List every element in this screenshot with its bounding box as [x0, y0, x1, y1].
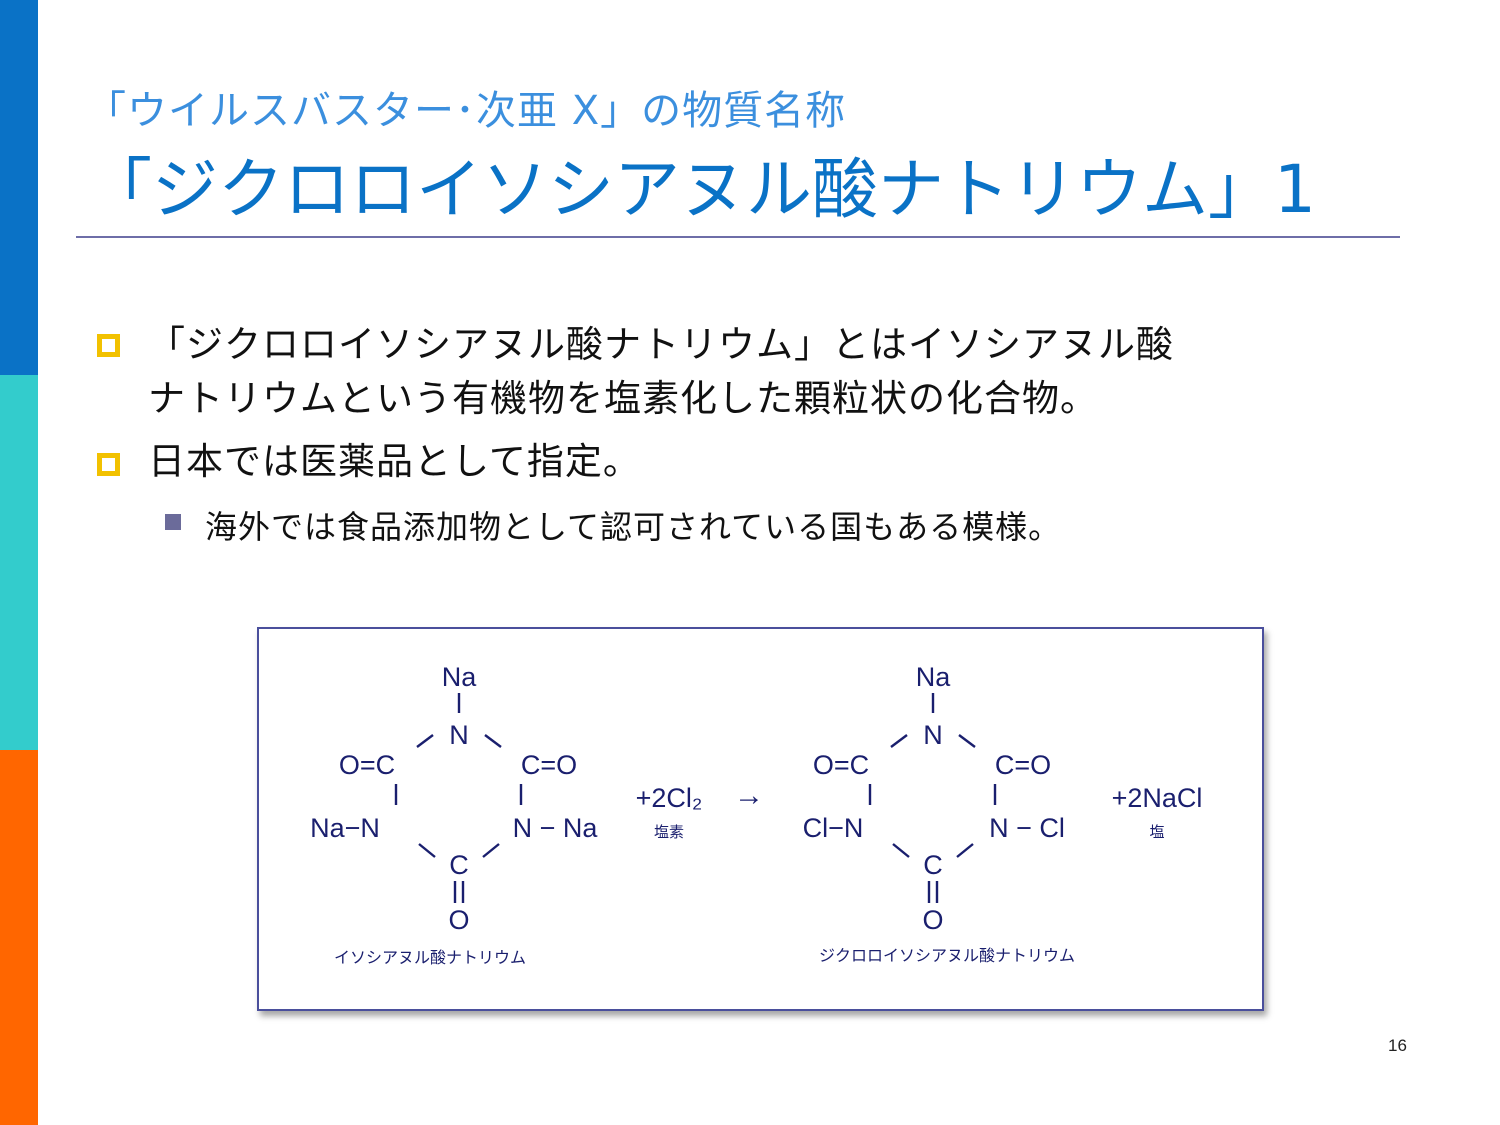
right-c-bottom: C — [923, 850, 943, 880]
bond-line — [416, 734, 434, 748]
right-c-right: C=O — [995, 750, 1051, 780]
bond-line — [956, 843, 974, 858]
slide-subtitle: 「ウイルスバスター･次亜 X」の物質名称 — [86, 88, 847, 134]
bond-line — [892, 843, 910, 858]
bullet-2-line-1: 日本では医薬品として指定。 — [148, 440, 641, 483]
title-divider — [76, 236, 1400, 238]
bond-line — [418, 843, 436, 858]
slide-title: 「ジクロロイソシアヌル酸ナトリウム」1 — [86, 151, 1316, 228]
right-n-left: Cl−N — [803, 813, 864, 843]
right-n-right: N − Cl — [989, 813, 1065, 843]
left-o-bottom: O — [448, 905, 469, 935]
bullet-square-icon — [97, 334, 120, 357]
bond-line — [958, 734, 976, 748]
sub-bullet-1: 海外では食品添加物として認可されている国もある模様。 — [205, 508, 1062, 546]
right-top-atom: Na — [916, 662, 951, 692]
left-caption: イソシアヌル酸ナトリウム — [334, 949, 526, 967]
chemical-reaction-figure: Na N O=C C=O Na−N N − Na C O イソシアヌル酸ナトリウ… — [257, 627, 1264, 1011]
page-number: 16 — [1388, 1036, 1407, 1055]
right-o-bottom: O — [922, 905, 943, 935]
left-n-top: N — [449, 720, 469, 750]
right-c-left: O=C — [813, 750, 869, 780]
reaction-arrow-icon: → — [734, 779, 764, 812]
bond-line — [890, 734, 908, 748]
reagent-formula: +2Cl₂ — [636, 783, 703, 813]
left-n-right: N − Na — [513, 813, 599, 843]
left-c-left: O=C — [339, 750, 395, 780]
right-n-top: N — [923, 720, 943, 750]
bond-line — [482, 843, 500, 858]
left-top-atom: Na — [442, 662, 477, 692]
left-c-bottom: C — [449, 850, 469, 880]
bullet-square-icon — [97, 453, 120, 476]
side-bar-orange — [0, 750, 38, 1125]
reaction-diagram: Na N O=C C=O Na−N N − Na C O イソシアヌル酸ナトリウ… — [310, 662, 1203, 967]
bond-line — [484, 734, 502, 748]
right-molecule: Na N O=C C=O Cl−N N − Cl C O ジクロロイソシアヌル酸… — [803, 662, 1075, 965]
left-n-left: Na−N — [310, 813, 380, 843]
left-c-right: C=O — [521, 750, 577, 780]
product-formula: +2NaCl — [1112, 783, 1203, 813]
right-caption: ジクロロイソシアヌル酸ナトリウム — [819, 947, 1075, 965]
bullet-1-line-1: 「ジクロロイソシアヌル酸ナトリウム」とはイソシアヌル酸 — [148, 323, 1174, 366]
bullet-1-line-2: ナトリウムという有機物を塩素化した顆粒状の化合物。 — [148, 377, 1098, 420]
side-bar-teal — [0, 375, 38, 750]
product-label: 塩 — [1149, 824, 1164, 841]
sub-bullet-square-icon — [165, 514, 181, 530]
left-molecule: Na N O=C C=O Na−N N − Na C O イソシアヌル酸ナトリウ… — [310, 662, 598, 967]
side-bar-blue — [0, 0, 38, 375]
reagent-label: 塩素 — [654, 824, 684, 841]
